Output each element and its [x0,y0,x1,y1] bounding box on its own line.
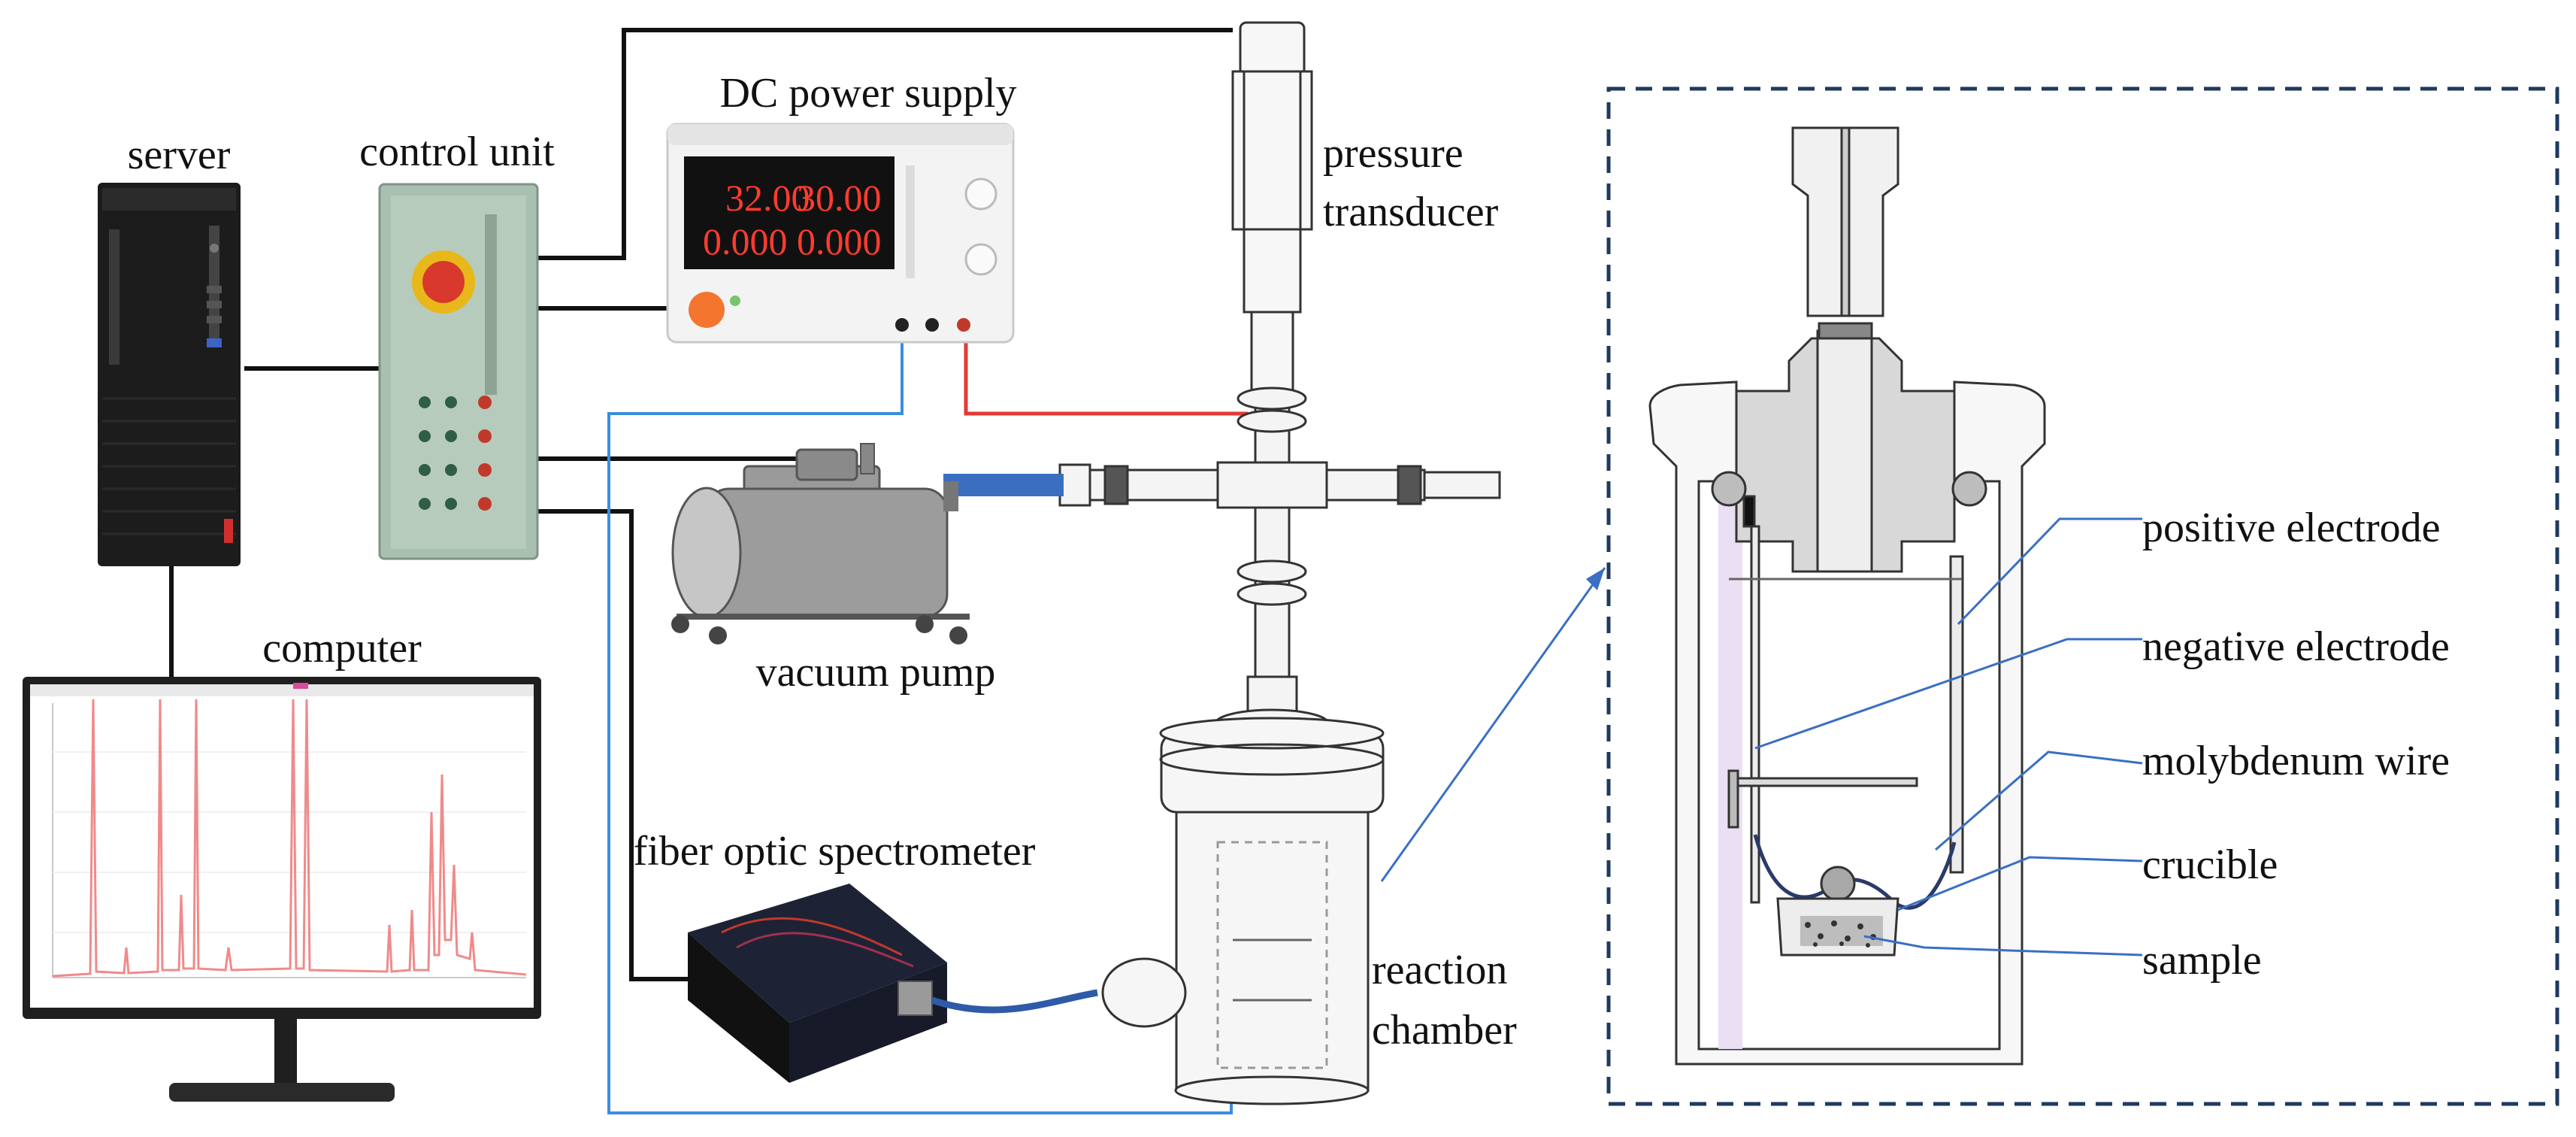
voltage-set-readout: 32.00 [725,177,810,219]
spectrometer-icon [688,884,1098,1083]
tower-pc-icon [98,183,241,566]
signal-wires [169,28,1233,981]
positive-electrode-label: positive electrode [2142,505,2441,551]
vacuum-pump-icon [671,443,1064,644]
dc-power-supply-label: DC power supply [719,70,1016,117]
pressure-transducer-label-line2: transducer [1323,189,1499,235]
zoom-pointer-line [1380,567,1606,882]
reaction-chamber [1101,708,1385,1105]
fiber-optic-spectrometer-label: fiber optic spectrometer [634,828,1036,875]
vacuum-tube-assembly [1058,387,1501,720]
leader-positive-electrode [1957,517,2142,626]
pressure-transducer [1231,21,1313,396]
control-unit-label: control unit [359,129,555,175]
reaction-chamber-label-line1: reaction [1372,947,1507,993]
leader-sample [1863,935,2143,957]
voltage-out-readout: 0.000 [703,220,788,262]
detail-leader-lines [1754,517,2143,957]
sample-label: sample [2142,937,2262,984]
detail-inset-frame [1606,86,2559,1106]
wire-control-to-pressure-transducer [537,28,1233,260]
crucible-label: crucible [2142,841,2278,888]
pressure-transducer-label-line1: pressure [1323,130,1464,177]
vacuum-pump-label: vacuum pump [756,649,996,696]
wire-control-to-spectrometer [537,509,699,981]
server-label: server [128,132,231,178]
monitor-icon [23,677,541,1102]
control-panel-icon [378,183,539,560]
computer-label: computer [262,625,422,672]
leader-molybdenum-wire [1935,750,2143,851]
molybdenum-wire-label: molybdenum wire [2142,738,2450,784]
leader-crucible [1897,856,2143,911]
reaction-chamber-label-line2: chamber [1372,1007,1517,1054]
spectrum-plot [52,699,527,978]
current-set-readout: 30.00 [797,177,882,219]
fiber-wire-blue [607,331,1233,1114]
zoom-pointer-arrowhead [1586,568,1605,590]
leader-negative-electrode [1754,638,2142,750]
power-wire-red [964,331,1248,416]
current-out-readout: 0.000 [797,220,882,262]
negative-electrode-label: negative electrode [2142,623,2450,670]
chamber-cross-section [1648,126,2046,1066]
dc-power-supply-icon [666,123,1015,344]
